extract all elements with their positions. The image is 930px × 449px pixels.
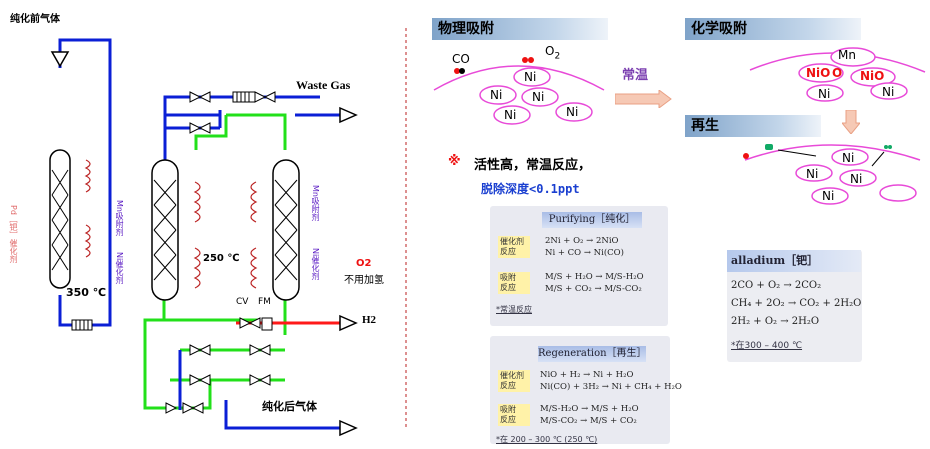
fm-label: FM [258,297,271,307]
regen-note: *在 200 – 300 ℃ (250 ℃) [496,435,598,444]
regeneration-reaction-table: Regeneration［再生］ 催化剂 反应 NiO + H₂ → Ni + … [490,336,682,444]
catalyst-reaction-tag: 催化剂 反应 [498,370,530,392]
purify-note: *常温反应 [496,305,532,314]
equation: M/S-H₂O → M/S + H₂O [540,404,639,414]
room-temp-label: 常温 [622,68,649,83]
ni-particle: Ni [524,70,537,84]
cv-label: CV [236,297,249,307]
column-temp-label: 250 ℃ [203,253,240,264]
adsorption-reaction-tag: 吸附 反应 [498,404,530,426]
equation: Ni(CO) + 3H₂ → Ni + CH₄ + H₂O [540,382,682,392]
ni-particle: Ni [566,105,579,119]
ni-particle: Ni [882,85,895,99]
chemical-adsorption-header: 化学吸附 [685,18,861,40]
catalyst-reaction-tag: 催化剂 反应 [498,236,530,258]
waste-gas-label: Waste Gas [296,78,351,92]
equation: Ni + CO → Ni(CO) [545,248,624,258]
pd-reactor [49,149,71,289]
heat-exchanger-top [232,91,256,103]
heater-coils [84,159,258,289]
feature-line-1: 活性高，常温反应， [474,158,592,173]
physical-adsorption-header: 物理吸附 [432,18,608,40]
physical-adsorption-illustration [433,57,605,125]
o2-molecule-label: O2 [545,44,561,62]
mass-flow-controller [261,317,273,331]
pd-temp-label: 350 ℃ [66,286,107,299]
purifying-reaction-table: Purifying［纯化］ 催化剂 反应 2Ni + O₂ → 2NiO Ni … [490,206,668,326]
ni-particle: Ni [818,87,831,101]
ni-particle: Ni [822,189,835,203]
mn-adsorbent-label-left: Mn吸附剂 [115,200,124,236]
waste-gas-outlet [339,106,358,124]
ni-particle: Ni [842,151,855,165]
ni-particle: Ni [490,88,503,102]
oxygen-label: O [832,66,843,80]
ni-catalyst-label-left: Ni催化剂 [115,252,124,285]
regeneration-title: Regeneration［再生］ [538,346,647,362]
equation: 2H₂ + O₂ → 2H₂O [731,316,820,327]
purifying-title: Purifying［纯化］ [542,212,642,228]
ni-particle: Ni [504,108,517,122]
post-purification-gas-label: 纯化后气体 [262,400,317,413]
h2-label: H2 [362,314,377,326]
feature-line-2: 脱除深度<0.1ppt [481,182,580,196]
product-outlet [339,419,358,437]
no-hydrogen-label: 不用加氢 [344,275,384,286]
mn-adsorbent-label-right: Mn吸附剂 [311,185,320,221]
process-flow-diagram [49,28,407,437]
mn-label: Mn [838,48,856,62]
palladium-title: alladium［钯］ [727,250,861,272]
nio-label-1: NiO [806,66,831,80]
ni-particle: Ni [806,167,819,181]
equation: 2Ni + O₂ → 2NiO [545,236,619,246]
adsorber-column-2 [272,159,300,301]
h2-inlet [339,314,358,332]
equation: NiO + H₂ → Ni + H₂O [540,370,634,380]
nio-label-2: NiO [860,69,885,83]
pre-purification-gas-label: 纯化前气体 [10,14,60,25]
arrow-right-icon [615,90,672,108]
heat-exchanger-left [71,319,93,331]
palladium-note: *在300 – 400 ℃ [731,341,803,351]
equation: M/S-CO₂ → M/S + CO₂ [540,416,637,426]
palladium-reaction-table: alladium［钯］ 2CO + O₂ → 2CO₂ CH₄ + 2O₂ → … [727,250,862,362]
pd-catalyst-label: Pd［钯］催化剂 [9,205,18,263]
ni-particle: Ni [532,90,545,104]
inlet-connector [50,51,70,68]
valves [165,91,276,414]
co-label: CO [452,52,470,66]
chemical-adsorption-illustration [749,47,926,102]
equation: 2CO + O₂ → 2CO₂ [731,280,822,291]
adsorber-column-1 [151,159,179,301]
adsorption-reaction-tag: 吸附 反应 [498,272,530,294]
ni-catalyst-label-right: Ni催化剂 [311,248,320,281]
arrow-down-icon [842,110,860,134]
o2-label: O2 [356,258,372,269]
equation: CH₄ + 2O₂ → CO₂ + 2H₂O [731,298,862,309]
equation: M/S + H₂O → M/S-H₂O [545,272,644,282]
ni-particle: Ni [850,172,863,186]
equation: M/S + CO₂ → M/S-CO₂ [545,284,642,294]
regeneration-header: 再生 [685,115,821,137]
feature-mark-icon: ※ [448,154,461,169]
regeneration-illustration [743,144,921,205]
